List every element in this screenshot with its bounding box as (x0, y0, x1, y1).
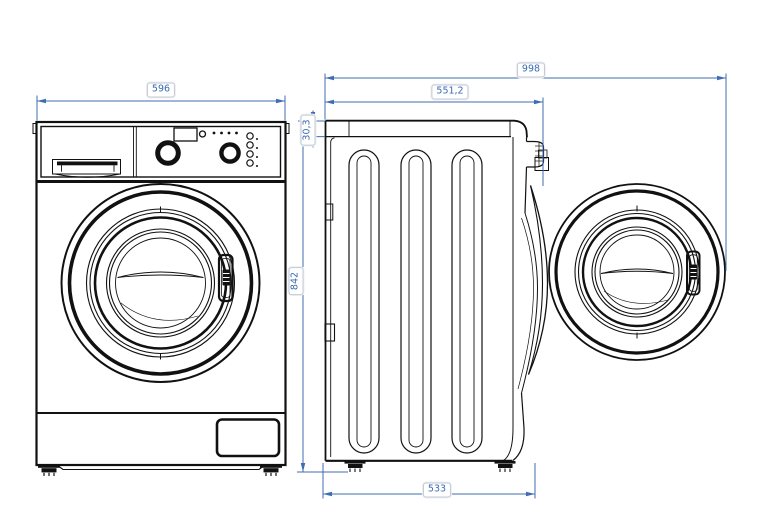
dim-label-base-depth: 533 (422, 482, 452, 498)
side-front-foot (494, 461, 516, 472)
top-left-tab (32, 123, 37, 134)
front-right-foot (260, 465, 282, 476)
dim-label-top-panel: 30,3 (300, 114, 316, 146)
dim-label-overall-depth: 998 (516, 62, 546, 78)
door-rim-arc (521, 212, 539, 394)
button-column (246, 132, 258, 167)
front-body-outline (35, 120, 287, 467)
side-panel-slots (348, 149, 483, 454)
dim-height (297, 121, 348, 473)
filter-door (215, 418, 281, 458)
dimension-lines (36, 73, 727, 499)
top-right-tab (285, 123, 290, 134)
front-left-foot (38, 465, 60, 476)
dim-body-depth (325, 97, 544, 186)
dim-overall-depth (324, 73, 727, 271)
front-door (60, 183, 261, 383)
dim-front-width (36, 95, 286, 121)
door-handle (217, 253, 234, 303)
front-fascia (502, 137, 549, 462)
led-row (212, 131, 238, 135)
display (173, 127, 198, 142)
open-door-view (548, 183, 726, 361)
indicator-led (198, 130, 207, 138)
program-knob (155, 140, 181, 166)
back-detail-lower (324, 323, 336, 342)
back-detail-upper (325, 203, 334, 221)
detergent-drawer (52, 159, 121, 178)
selector-knob (219, 142, 241, 164)
front-view (32, 120, 290, 476)
open-door-handle (686, 250, 701, 296)
side-back-foot (344, 461, 366, 472)
top-panel (325, 119, 528, 138)
open-door-edge (527, 185, 549, 375)
control-panel (40, 125, 282, 178)
side-view (324, 119, 549, 472)
dim-label-body-depth: 551,2 (431, 84, 469, 100)
dim-label-front-width: 596 (146, 82, 176, 98)
door-hinge (534, 157, 549, 171)
dim-label-height: 842 (288, 266, 304, 296)
